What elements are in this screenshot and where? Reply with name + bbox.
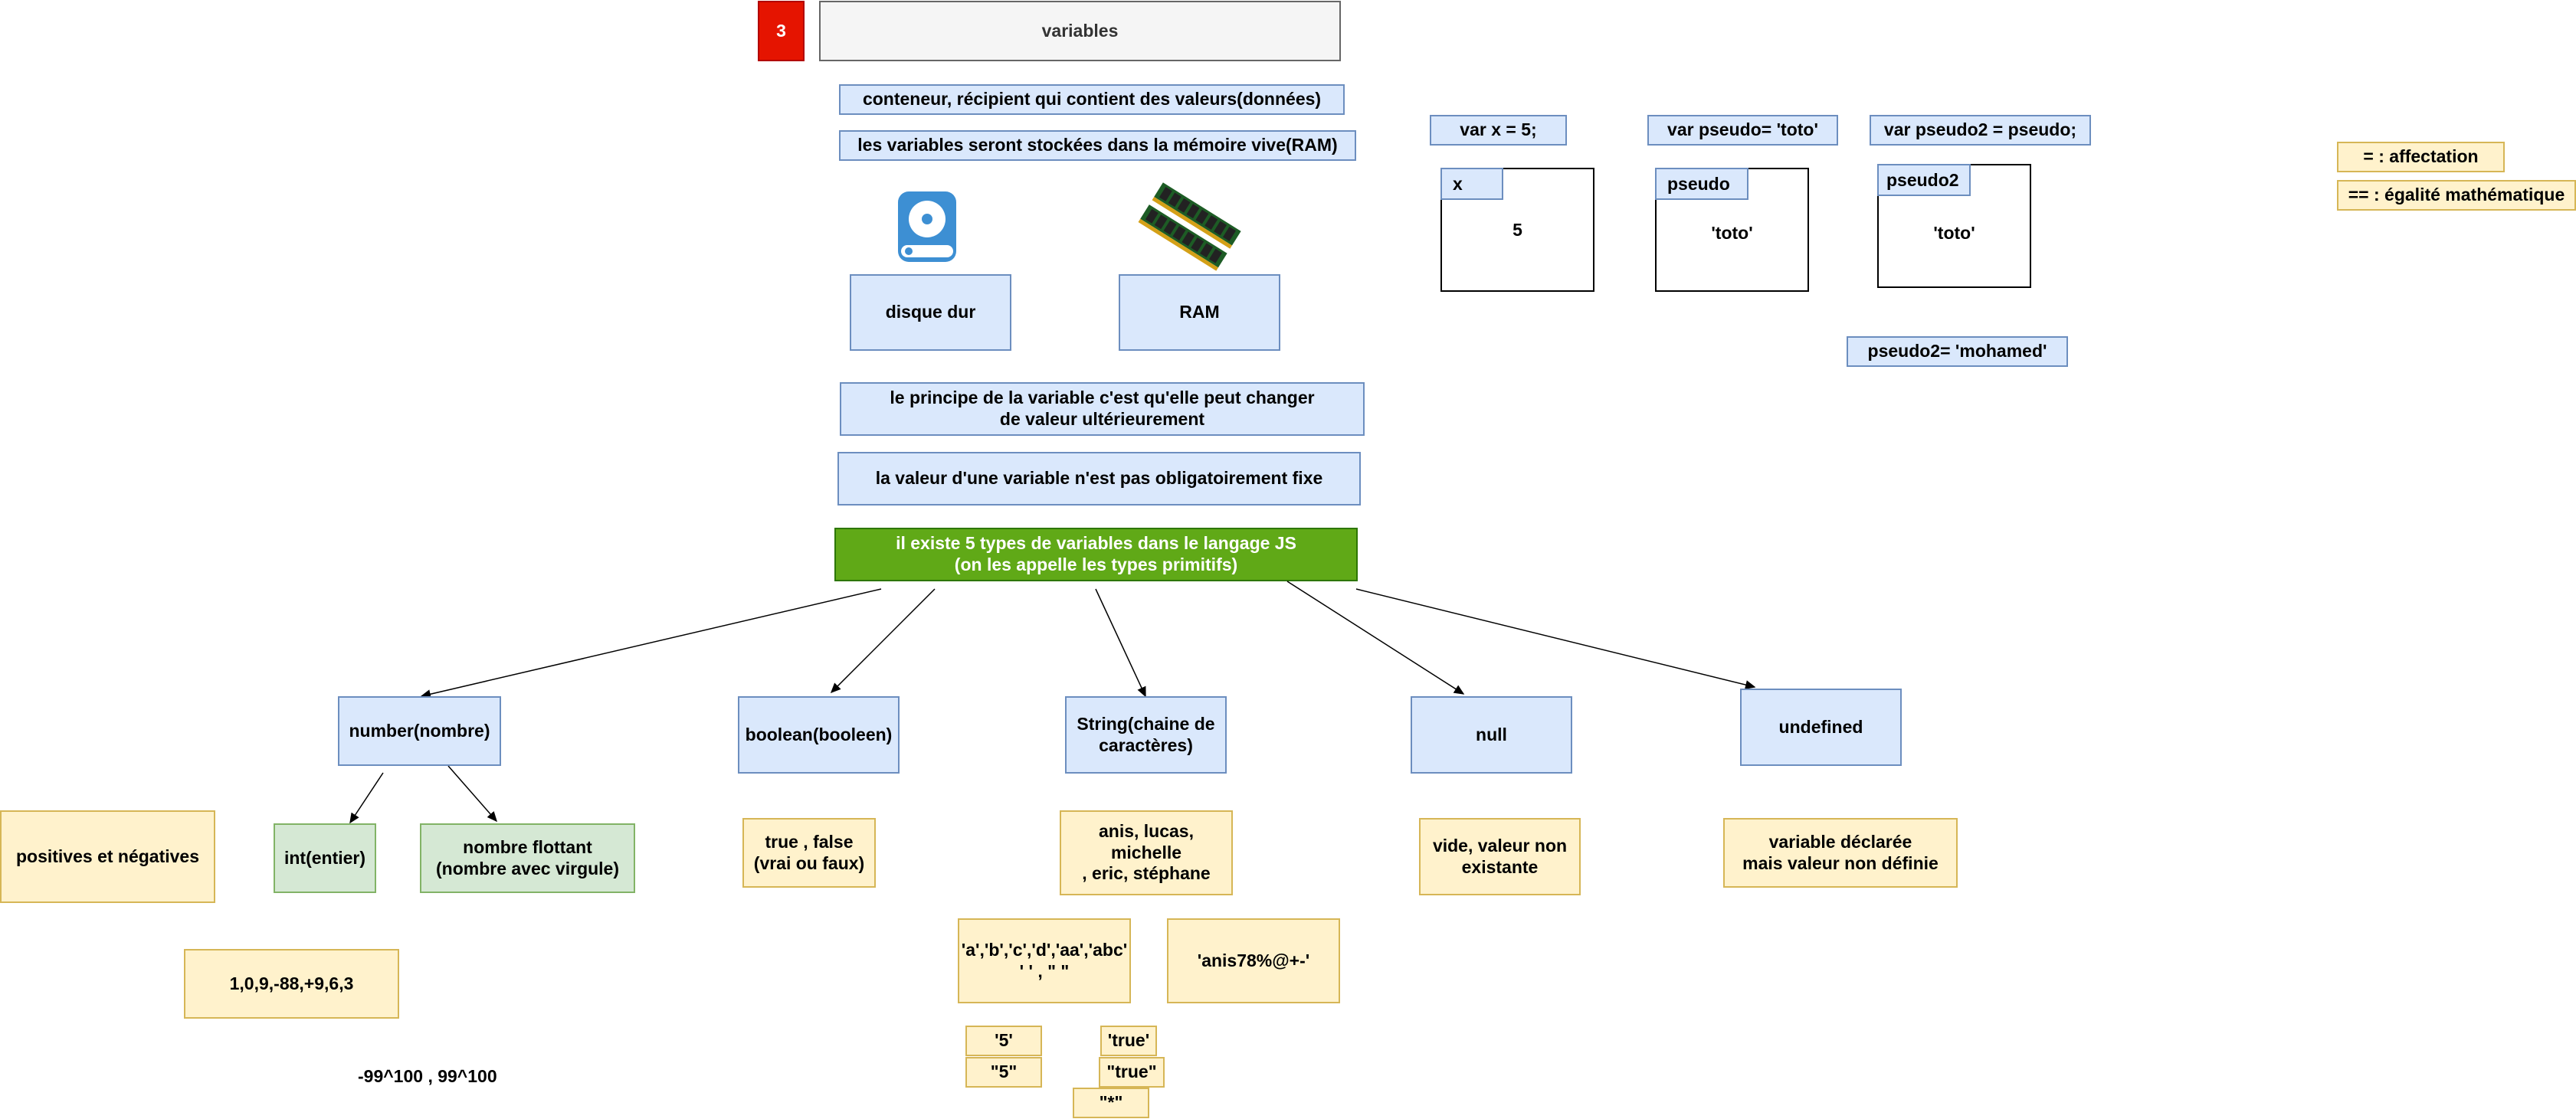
hard-drive-icon (896, 191, 958, 262)
type-number: number(nombre) (338, 696, 501, 766)
memory-cell-name: pseudo2 (1877, 164, 1971, 196)
code-pseudo-declaration: var pseudo= 'toto' (1647, 115, 1838, 146)
number-range: -99^100 , 99^100 (358, 1066, 497, 1086)
types-root: il existe 5 types de variables dans le l… (834, 528, 1358, 581)
memory-cell-value: 'toto' (1711, 223, 1753, 243)
hard-drive-label: disque dur (850, 274, 1011, 351)
boolean-values: true , false (vrai ou faux) (742, 818, 876, 888)
memory-cell-pseudo2: pseudo2 'toto' (1877, 164, 2031, 288)
code-pseudo2-declaration: var pseudo2 = pseudo; (1870, 115, 2091, 146)
code-reassign: pseudo2= 'mohamed' (1847, 336, 2068, 367)
type-string: String(chaine de caractères) (1065, 696, 1227, 774)
type-boolean: boolean(booleen) (738, 696, 900, 774)
memory-cell-name: pseudo (1655, 168, 1748, 200)
string-chars: 'a','b','c','d','aa','abc' ' ' , " " (958, 918, 1131, 1003)
type-undefined: undefined (1740, 689, 1902, 766)
principle-change: le principe de la variable c'est qu'elle… (840, 382, 1365, 436)
definition-storage: les variables seront stockées dans la mé… (839, 130, 1356, 161)
number-int: int(entier) (274, 823, 376, 893)
number-examples: 1,0,9,-88,+9,6,3 (184, 949, 399, 1019)
operator-equality: == : égalité mathématique (2337, 180, 2576, 211)
string-five-double: "5" (965, 1057, 1042, 1088)
ram-module-icon (1138, 180, 1241, 272)
memory-cell-value: 'toto' (1933, 223, 1975, 243)
string-star: "*" (1073, 1088, 1149, 1118)
type-null: null (1411, 696, 1572, 774)
ram-label: RAM (1119, 274, 1280, 351)
string-true-double: "true" (1099, 1057, 1165, 1088)
memory-cell-pseudo: pseudo 'toto' (1655, 168, 1809, 292)
operator-assign: = : affectation (2337, 142, 2505, 172)
definition-container: conteneur, récipient qui contient des va… (839, 84, 1345, 115)
page-title: variables (819, 1, 1341, 61)
memory-cell-value: 5 (1512, 220, 1522, 240)
string-names: anis, lucas, michelle , eric, stéphane (1060, 810, 1233, 895)
memory-cell-x: x 5 (1440, 168, 1594, 292)
number-float: nombre flottant (nombre avec virgule) (420, 823, 635, 893)
principle-not-fixed: la valeur d'une variable n'est pas oblig… (837, 452, 1361, 506)
null-description: vide, valeur non existante (1419, 818, 1581, 895)
code-x-declaration: var x = 5; (1430, 115, 1567, 146)
string-five-single: '5' (965, 1026, 1042, 1056)
memory-cell-name: x (1440, 168, 1503, 200)
string-true-single: 'true' (1100, 1026, 1157, 1056)
undefined-description: variable déclarée mais valeur non défini… (1723, 818, 1958, 888)
string-symbols: 'anis78%@+-' (1167, 918, 1340, 1003)
chapter-number-badge: 3 (758, 1, 805, 61)
number-sign-note: positives et négatives (0, 810, 215, 903)
